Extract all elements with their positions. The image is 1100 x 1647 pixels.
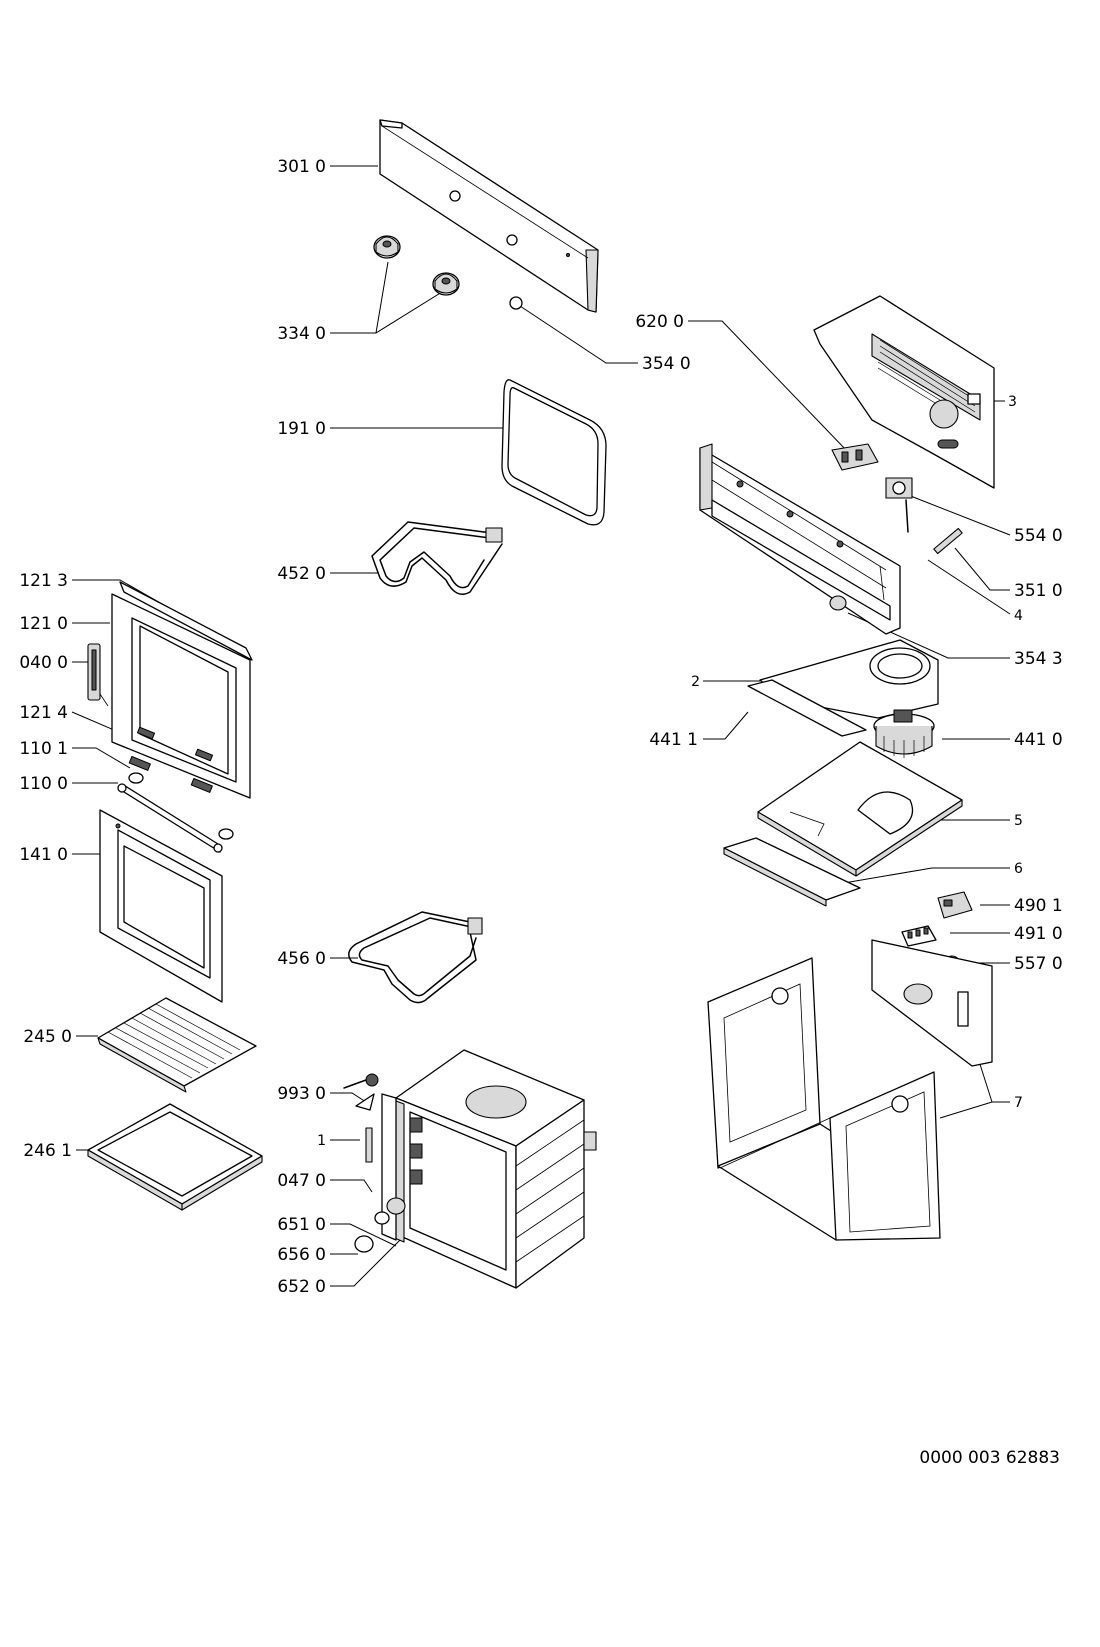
label-557-0: 557 0 [1014,954,1063,974]
terminal-block-491-0 [901,925,937,947]
outer-door-glass-141-0 [99,809,223,1003]
label-040-0: 040 0 [19,653,68,673]
label-441-0: 441 0 [1014,730,1063,750]
label-245-0: 245 0 [23,1027,72,1047]
label-047-0: 047 0 [277,1171,326,1191]
label-121-4: 121 4 [19,703,68,723]
label-554-0: 554 0 [1014,526,1063,546]
label-7: 7 [1014,1095,1023,1111]
oven-cavity [381,1049,597,1289]
baking-tray-246-1 [87,1103,263,1211]
switch-620-0 [831,443,879,471]
rod-351-0 [933,527,963,555]
label-491-0: 491 0 [1014,924,1063,944]
label-191-0: 191 0 [277,419,326,439]
label-110-0: 110 0 [19,774,68,794]
label-1: 1 [317,1133,326,1149]
label-110-1: 110 1 [19,739,68,759]
top-cover-3 [813,295,995,489]
nut-993-0 [365,1073,379,1087]
label-334-0: 334 0 [277,324,326,344]
label-4: 4 [1014,608,1023,624]
label-651-0: 651 0 [277,1215,326,1235]
bottom-plate-6 [723,837,861,907]
knobs-334-0 [373,235,460,296]
label-351-0: 351 0 [1014,581,1063,601]
label-121-3: 121 3 [19,571,68,591]
handle-spacer-110-1 [128,772,234,840]
label-441-1: 441 1 [649,730,698,750]
cavity-small-parts [343,1073,406,1253]
lower-heating-element-456-0 [348,911,483,1004]
label-121-0: 121 0 [19,614,68,634]
front-frame-4 [699,443,901,635]
label-5: 5 [1014,813,1023,829]
door-handle-110-0 [117,783,223,853]
label-354-3: 354 3 [1014,649,1063,669]
upper-heating-element-452-0 [371,521,503,595]
label-301-0: 301 0 [277,157,326,177]
plate-441-1 [747,679,867,737]
label-2: 2 [691,674,700,690]
label-490-1: 490 1 [1014,896,1063,916]
indicator-lamp-354-0 [509,296,523,310]
label-452-0: 452 0 [277,564,326,584]
door-seal-191-0 [501,379,607,526]
label-354-0: 354 0 [642,354,691,374]
label-656-0: 656 0 [277,1245,326,1265]
part-labels: 301 0 334 0 354 0 191 0 452 0 620 0 3 55… [19,157,1062,1297]
outer-casing-7 [707,939,993,1241]
thermostat-490-1 [937,891,973,919]
motor-554-0 [885,477,913,533]
label-456-0: 456 0 [277,949,326,969]
fan-motor-441-0 [873,709,935,758]
door-hinge-040-0 [87,643,109,707]
base-plate-5 [757,741,963,877]
drawing-number: 0000 003 62883 [919,1448,1060,1468]
label-993-0: 993 0 [277,1084,326,1104]
inner-door-121-0 [111,581,253,799]
label-652-0: 652 0 [277,1277,326,1297]
label-6: 6 [1014,861,1023,877]
knob-icon [432,272,460,296]
label-3: 3 [1008,394,1017,410]
wire-shelf-245-0 [97,997,257,1093]
label-620-0: 620 0 [635,312,684,332]
label-246-1: 246 1 [23,1141,72,1161]
control-panel-301-0 [379,119,599,313]
label-141-0: 141 0 [19,845,68,865]
knob-icon [373,235,401,259]
knob-354-3 [829,595,847,611]
